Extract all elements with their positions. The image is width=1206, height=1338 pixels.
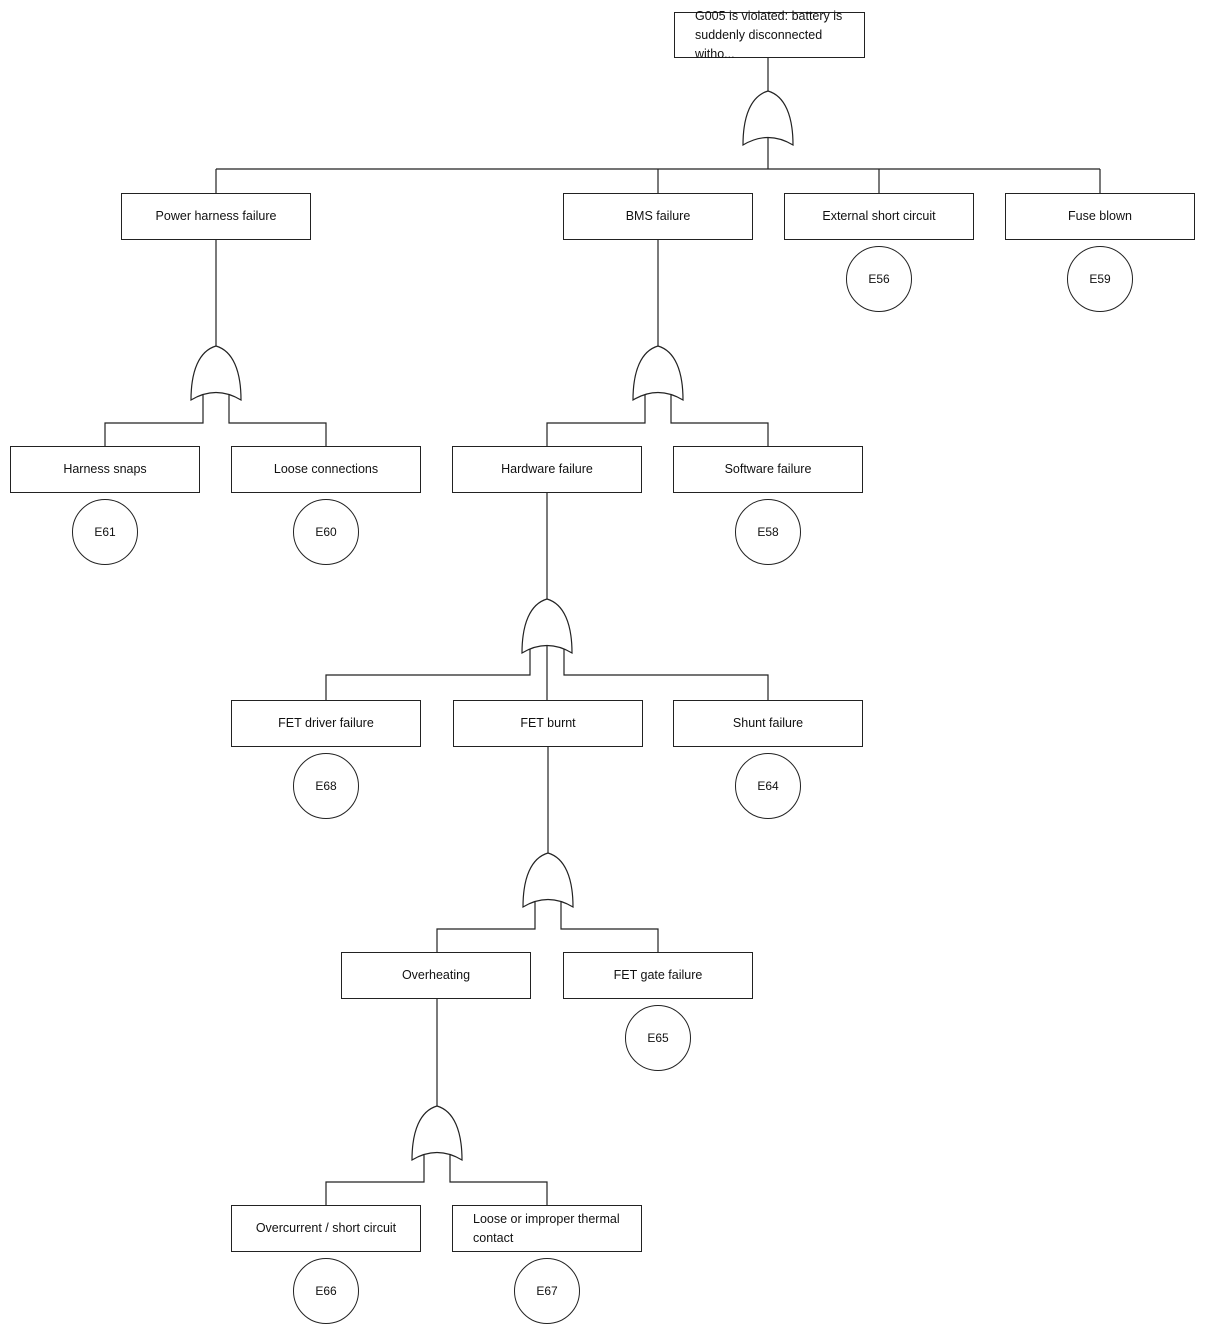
connector-line [670,391,769,447]
connector-line [449,1151,548,1206]
basic-event-label: E61 [94,525,116,539]
event-box-label: Shunt failure [732,716,804,730]
or-gate-fet-burnt-or [522,852,574,909]
basic-event-label: E67 [536,1284,558,1298]
event-box-label: Fuse blown [1068,209,1132,223]
basic-event-label: E65 [647,1031,669,1045]
event-box-label: Loose connections [273,462,379,476]
connector-line [436,898,536,953]
event-box-external-short-circuit: External short circuit [784,193,974,240]
basic-event-label: E66 [315,1284,337,1298]
event-box-label: FET gate failure [613,968,703,982]
basic-event-circle-E61: E61 [72,499,138,565]
basic-event-circle-E56: E56 [846,246,912,312]
event-box-software-failure: Software failure [673,446,863,493]
basic-event-circle-E59: E59 [1067,246,1133,312]
connector-line [325,1151,425,1206]
basic-event-circle-E64: E64 [735,753,801,819]
connector-line [560,898,659,953]
connector-line [563,644,769,701]
basic-event-circle-E65: E65 [625,1005,691,1071]
event-box-label: Overcurrent / short circuit [255,1221,397,1235]
or-gate-power-harness-or [190,345,242,402]
event-box-label: Overheating [401,968,471,982]
basic-event-circle-E68: E68 [293,753,359,819]
event-box-loose-connections: Loose connections [231,446,421,493]
event-box-overcurrent-short-circuit: Overcurrent / short circuit [231,1205,421,1252]
event-box-harness-snaps: Harness snaps [10,446,200,493]
event-box-label: Software failure [724,462,812,476]
or-gate-top-or [742,90,794,147]
event-box-overheating: Overheating [341,952,531,999]
or-gate-overheating-or [411,1105,463,1162]
event-box-hardware-failure: Hardware failure [452,446,642,493]
event-box-label: FET burnt [520,716,576,730]
event-box-fet-burnt: FET burnt [453,700,643,747]
basic-event-circle-E67: E67 [514,1258,580,1324]
event-box-label: BMS failure [625,209,691,223]
event-box-power-harness-failure: Power harness failure [121,193,311,240]
event-box-top-event: G005 is violated: battery is suddenly dis… [674,9,865,61]
event-box-label: Power harness failure [155,209,277,223]
event-box-bms-failure: BMS failure [563,193,753,240]
basic-event-circle-E66: E66 [293,1258,359,1324]
connector-line [325,644,531,701]
event-box-fuse-blown: Fuse blown [1005,193,1195,240]
connector-line [546,391,646,447]
basic-event-label: E58 [757,525,779,539]
basic-event-label: E68 [315,779,337,793]
basic-event-circle-E60: E60 [293,499,359,565]
event-box-fet-gate-failure: FET gate failure [563,952,753,999]
connector-line [228,391,327,447]
event-box-label: Loose or improper thermal [473,1211,620,1226]
or-gate-bms-or [632,345,684,402]
event-box-label: Harness snaps [63,462,147,476]
event-box-fet-driver-failure: FET driver failure [231,700,421,747]
event-box-shunt-failure: Shunt failure [673,700,863,747]
event-box-label: FET driver failure [278,716,374,730]
event-box-label: G005 is violated: battery is [695,8,843,23]
basic-event-circle-E58: E58 [735,499,801,565]
basic-event-label: E64 [757,779,779,793]
event-box-label: suddenly disconnected witho... [695,27,823,61]
or-gate-hardware-or [521,598,573,655]
basic-event-label: E60 [315,525,337,539]
event-box-loose-improper-thermal-contact: Loose or improper thermal contact [452,1205,642,1252]
event-box-label: Hardware failure [501,462,593,476]
event-box-label: External short circuit [822,209,936,223]
basic-event-label: E56 [868,272,890,286]
basic-event-label: E59 [1089,272,1111,286]
connector-line [104,391,204,447]
event-box-label: contact [473,1230,514,1245]
